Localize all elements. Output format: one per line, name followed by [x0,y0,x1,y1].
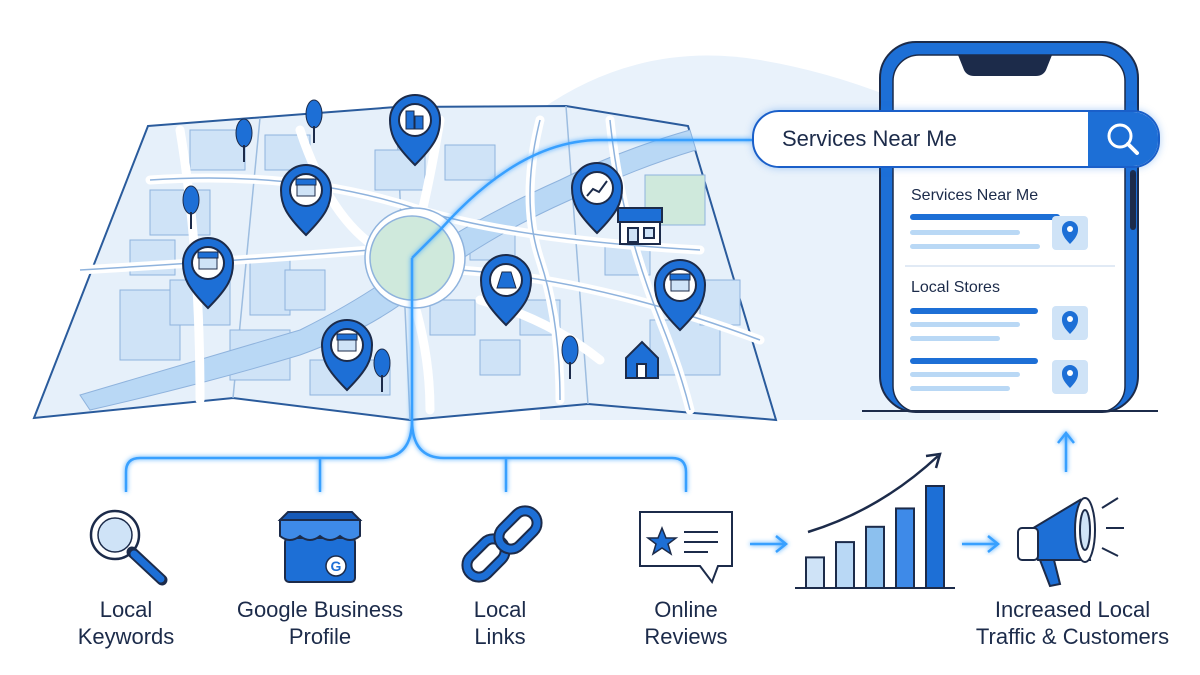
map-pin-store-icon [181,237,235,310]
growth-bar [805,556,825,590]
right-arrow-icon [962,535,1001,553]
growth-bar [925,485,945,589]
map-pin-chart-icon [570,162,624,235]
svg-text:G: G [331,558,342,574]
map-pins [181,94,707,392]
map-pin-store-icon [320,319,374,392]
result-section-title: Services Near Me [911,187,1039,204]
map-pin-store-icon [279,164,333,237]
location-pin-icon [1052,306,1088,340]
location-pin-icon [1052,216,1088,250]
tree-icon [373,348,391,392]
result-section-title: Local Stores [911,279,1000,296]
house-icon [625,340,659,379]
magnifier-icon [89,509,168,586]
storefront-icon: G [277,511,363,583]
folded-map [32,94,778,422]
search-query-text: Services Near Me [782,126,957,151]
megaphone-icon [1017,497,1124,588]
phone-notch [958,55,1052,76]
search-bar[interactable]: Services Near Me [752,110,1160,168]
map-pin-store-icon [653,259,707,332]
up-arrow-icon [1057,430,1075,472]
search-button[interactable] [1088,112,1158,166]
growth-bar [895,507,915,589]
tree-icon [235,118,253,162]
growth-bar [865,525,885,589]
growth-bar [835,541,855,589]
map-pin-map-icon [479,254,533,327]
map-pin-building-icon [388,94,442,167]
store-building-icon [617,207,663,245]
tree-icon [182,185,200,229]
location-pin-icon [1052,360,1088,394]
search-icon [1107,123,1139,155]
bar-chart-arrow-icon [795,452,955,590]
tree-icon [305,99,323,143]
smartphone [862,41,1158,413]
review-bubble-icon [639,511,733,585]
chain-link-icon [461,505,543,583]
right-arrow-icon [750,535,789,553]
tree-icon [561,335,579,379]
connection-lines [124,138,752,492]
